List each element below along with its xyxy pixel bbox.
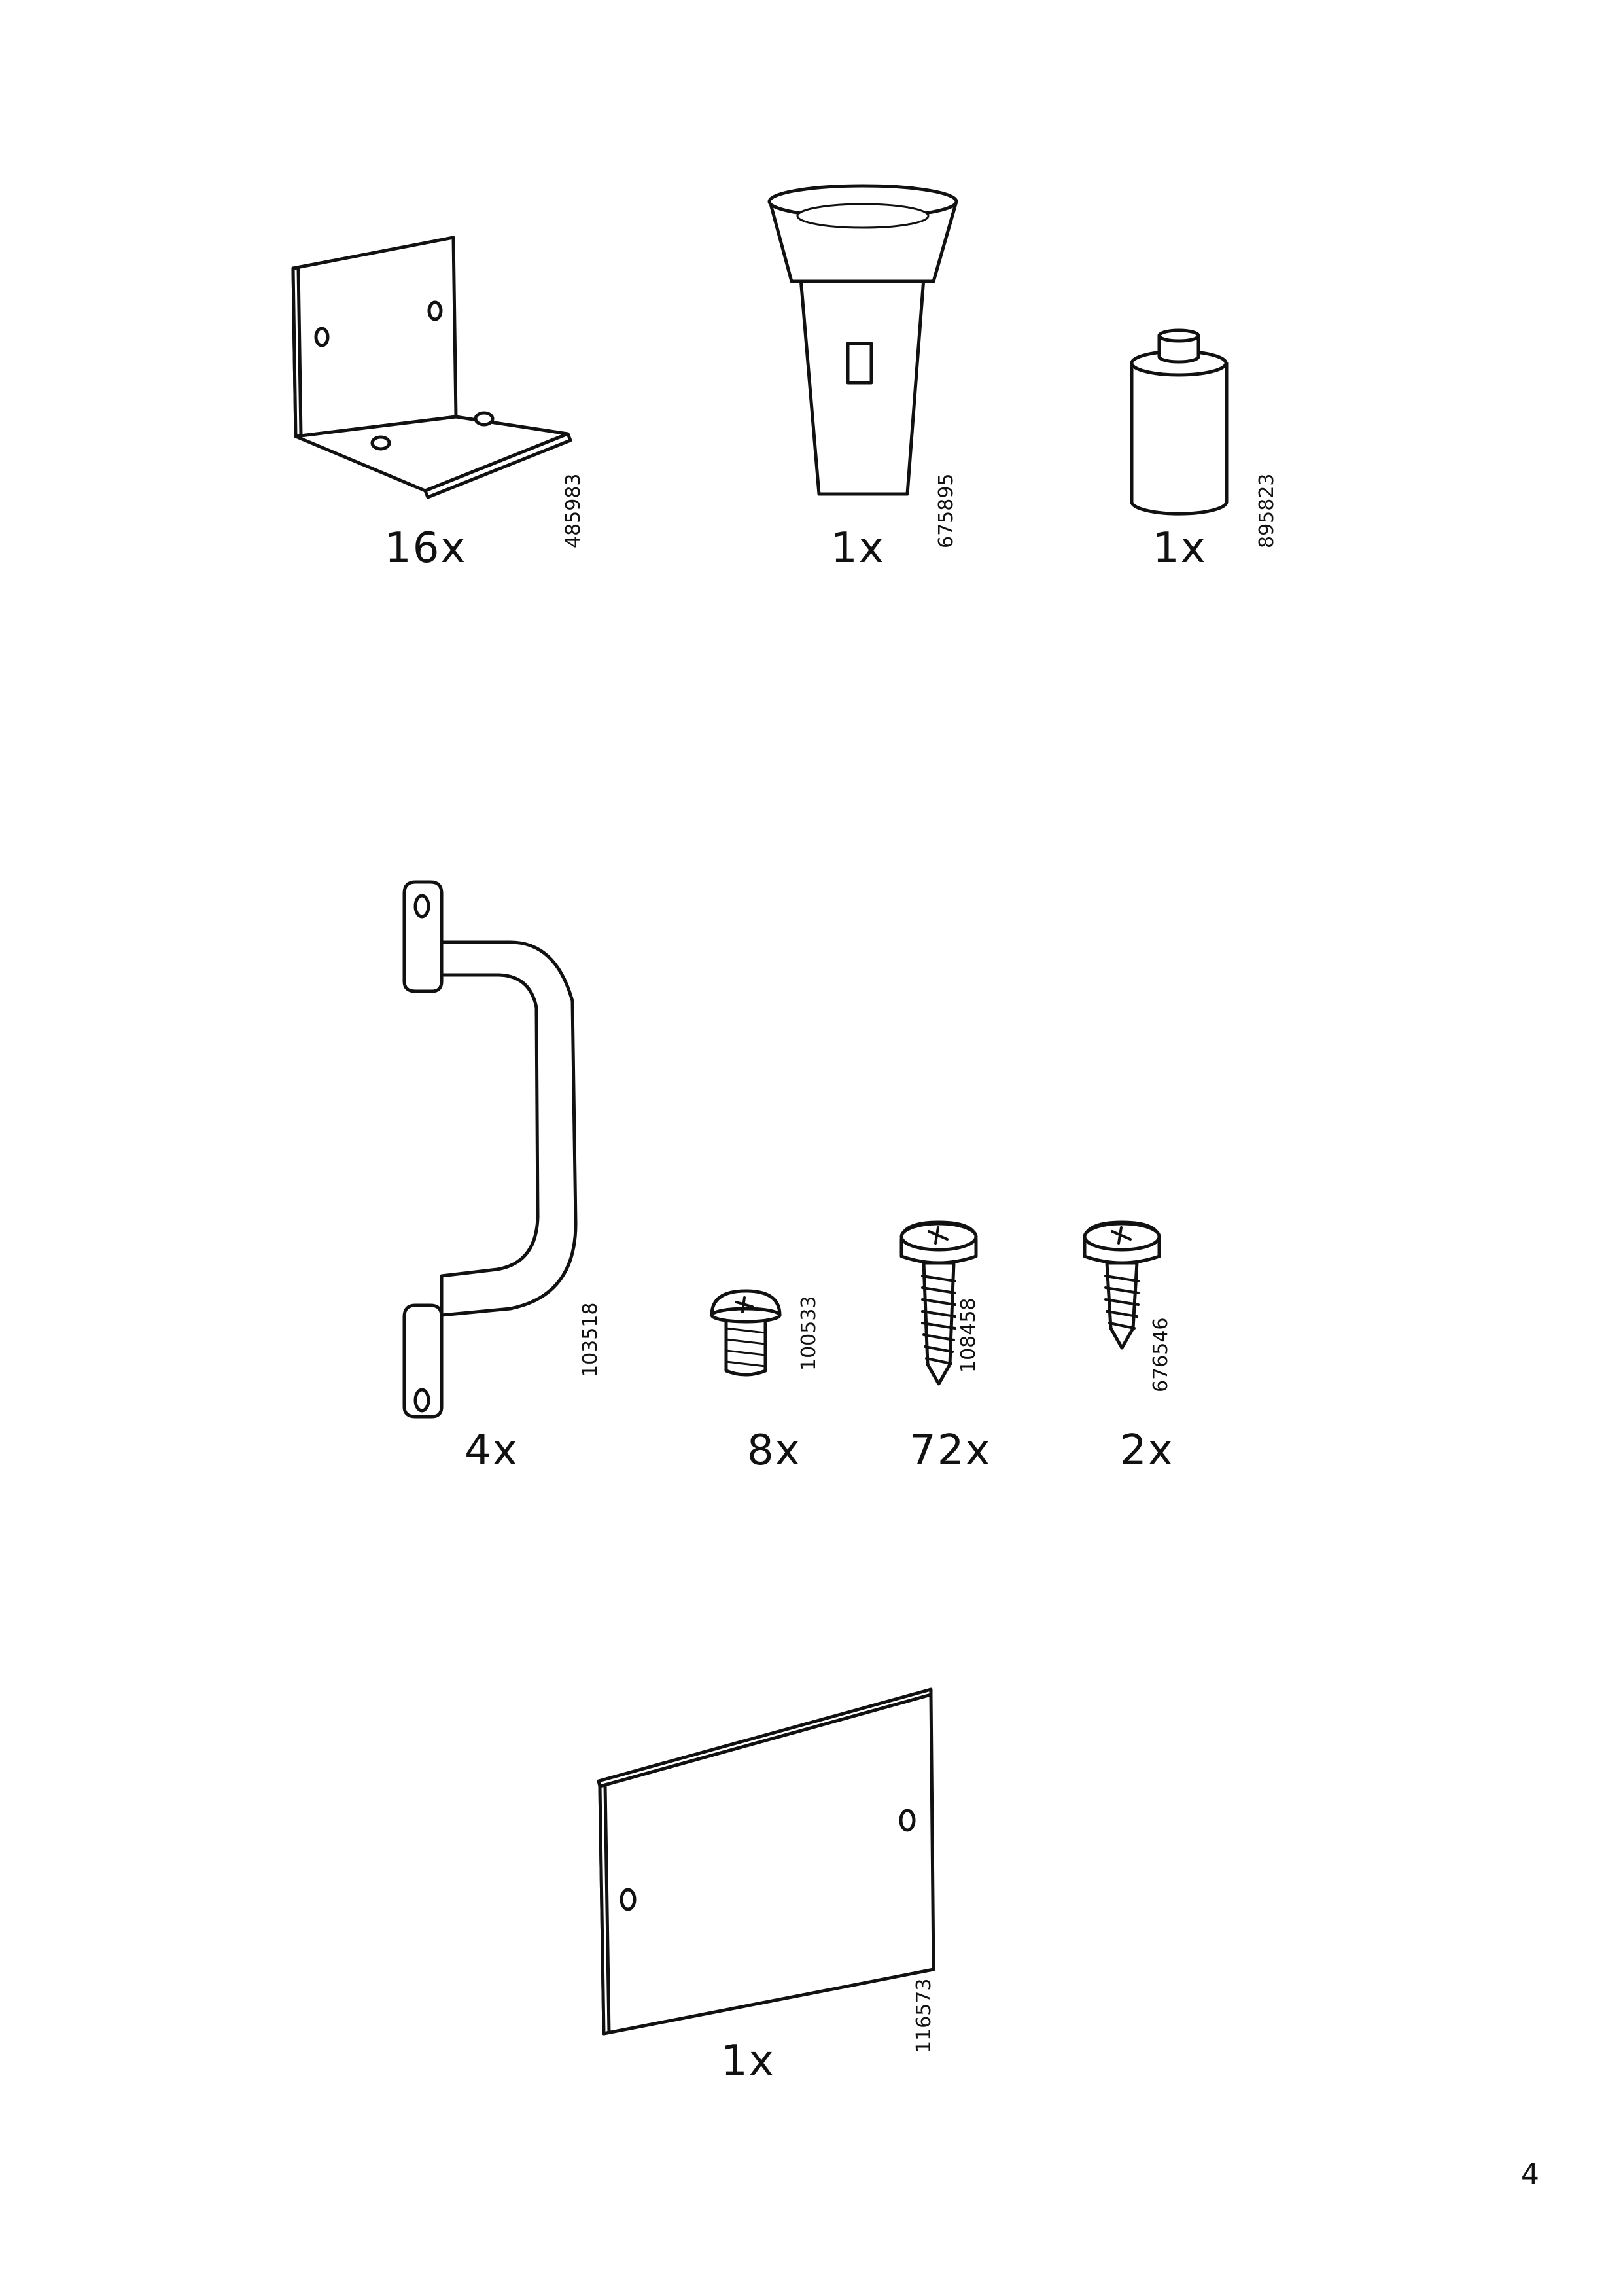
machine-screw-article-number: 100533 (797, 1296, 820, 1371)
cylinder-foot-article-number: 895823 (1255, 473, 1278, 548)
panel-illustration (597, 1687, 935, 2036)
cylinder-foot-illustration (1130, 328, 1229, 516)
tapered-leg-article-number: 675895 (935, 473, 958, 548)
tapered-leg-illustration (767, 184, 958, 496)
wood-screw-short-quantity: 2x (1120, 1426, 1174, 1475)
wood-screw-long-illustration (899, 1220, 978, 1386)
angle-bracket-article-number: 485983 (562, 473, 585, 548)
angle-bracket-quantity: 16x (385, 524, 467, 573)
handle-illustration (402, 880, 578, 1419)
machine-screw-quantity: 8x (747, 1426, 801, 1475)
panel-quantity: 1x (721, 2037, 775, 2085)
machine-screw-illustration (710, 1289, 782, 1377)
panel-article-number: 116573 (913, 1978, 935, 2053)
wood-screw-long-quantity: 72x (909, 1426, 992, 1475)
wood-screw-short-article-number: 676546 (1149, 1317, 1172, 1392)
wood-screw-long-article-number: 108458 (957, 1298, 980, 1373)
cylinder-foot-quantity: 1x (1153, 524, 1207, 573)
page-number: 4 (1521, 2158, 1539, 2191)
angle-bracket-illustration (291, 236, 572, 499)
wood-screw-short-illustration (1083, 1220, 1161, 1350)
handle-quantity: 4x (464, 1426, 519, 1475)
tapered-leg-quantity: 1x (831, 524, 885, 573)
handle-article-number: 103518 (579, 1302, 602, 1377)
